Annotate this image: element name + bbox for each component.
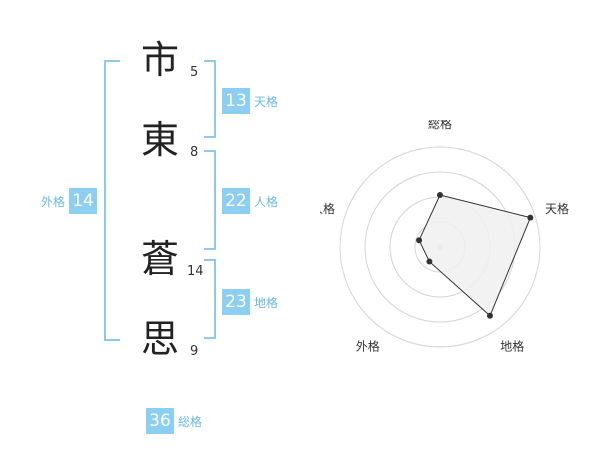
jinkaku-bracket (204, 150, 216, 250)
jinkaku-badge: 22 人格 (222, 188, 278, 214)
stroke-count-1: 5 (190, 65, 199, 80)
radar-axis-label-0: 総格 (428, 120, 452, 131)
radar-point-1 (527, 214, 534, 221)
name-char-3: 蒼 (140, 237, 179, 281)
radar-axis-label-2: 地格 (500, 339, 524, 354)
name-char-1: 市 (140, 38, 179, 82)
radar-axis-label-4: 人格 (320, 201, 335, 216)
gaikaku-badge: 外格 14 (41, 188, 98, 214)
tenkaku-badge: 13 天格 (222, 88, 278, 114)
stroke-count-4: 9 (190, 344, 199, 359)
chikaku-badge: 23 地格 (222, 289, 278, 315)
tenkaku-bracket (204, 60, 216, 138)
soukaku-label: 総格 (178, 414, 203, 429)
stroke-count-3: 14 (187, 264, 204, 279)
jinkaku-value: 22 (222, 188, 250, 214)
radar-ring-4 (339, 146, 541, 348)
radar-point-0 (437, 192, 443, 198)
chikaku-value: 23 (222, 289, 250, 315)
radar-series (418, 194, 532, 317)
tenkaku-label: 天格 (254, 94, 279, 109)
gaikaku-label: 外格 (41, 194, 66, 209)
chikaku-bracket (204, 259, 216, 339)
name-char-4: 思 (140, 317, 179, 361)
radar-points (416, 192, 534, 319)
radar-point-3 (426, 258, 433, 265)
chikaku-label: 地格 (254, 295, 279, 310)
jinkaku-label: 人格 (254, 194, 279, 209)
radar-series-polygon (418, 194, 532, 317)
soukaku-badge: 36 総格 (146, 408, 202, 434)
soukaku-value: 36 (146, 408, 174, 434)
radar-axis-label-3: 外格 (356, 339, 380, 354)
radar-axis-label-1: 天格 (545, 201, 569, 216)
tenkaku-value: 13 (222, 88, 250, 114)
gaikaku-bracket (104, 60, 120, 341)
name-char-2: 東 (140, 118, 179, 162)
radar-point-4 (416, 237, 423, 244)
gaikaku-value: 14 (69, 188, 98, 214)
radar-point-2 (486, 312, 493, 319)
stroke-count-2: 8 (190, 145, 199, 160)
